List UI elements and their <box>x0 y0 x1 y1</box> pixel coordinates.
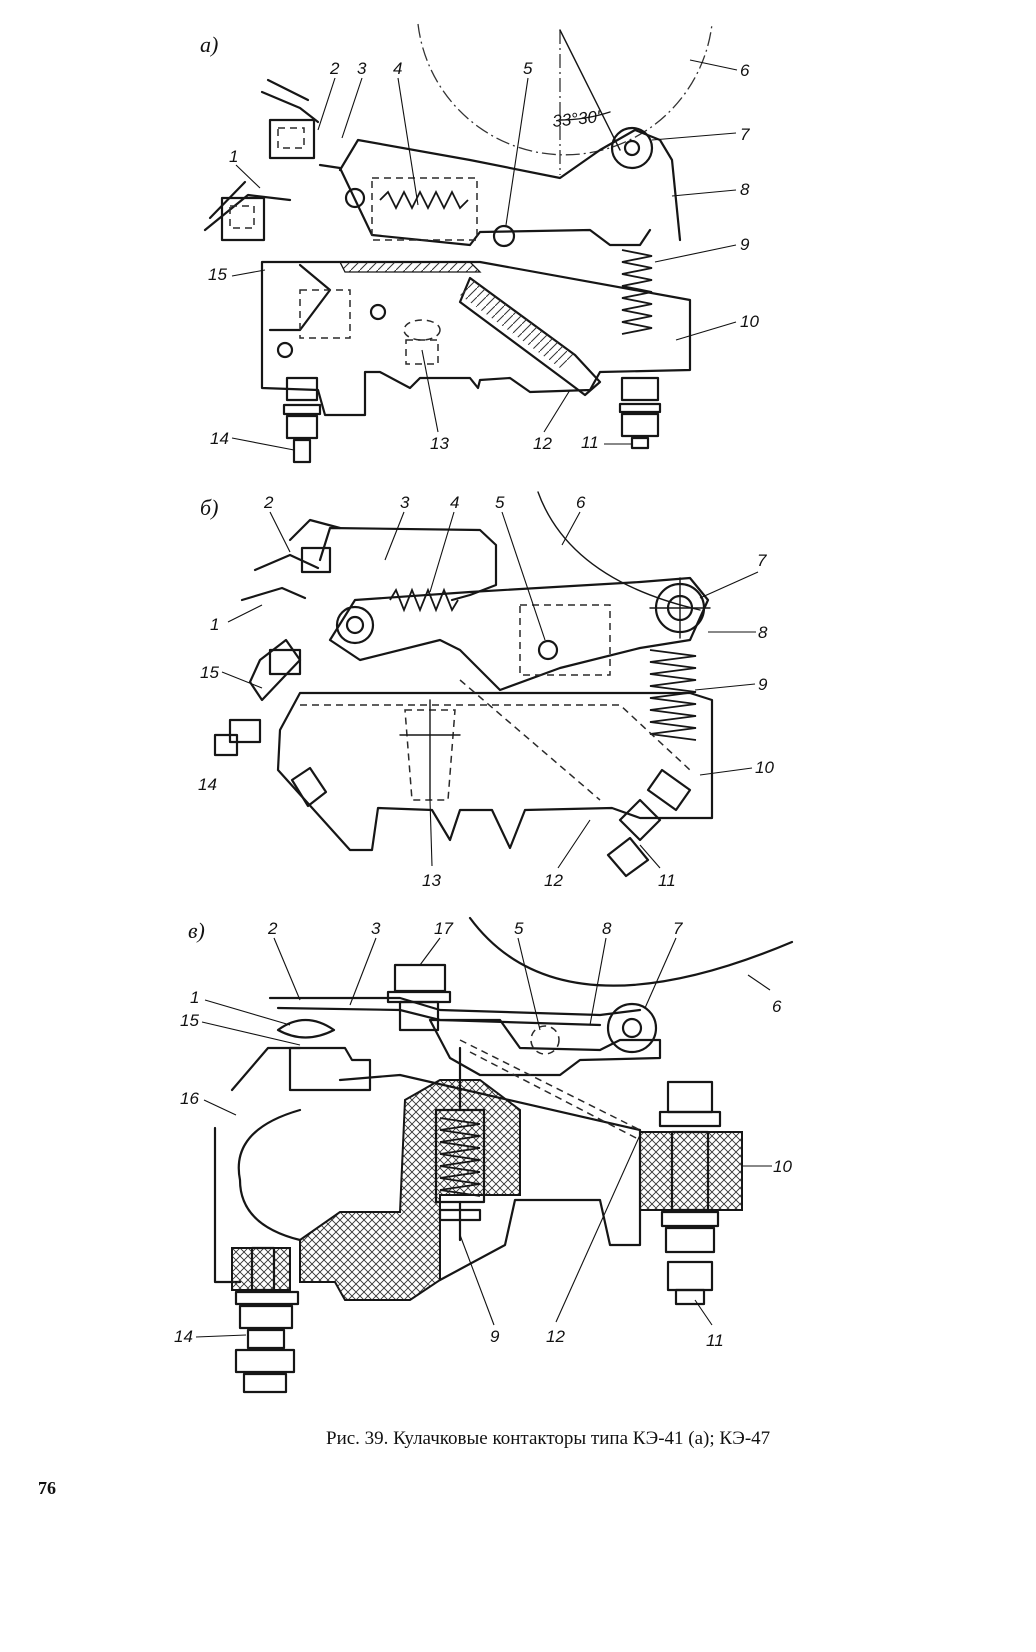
callout-v-9: 9 <box>490 1327 500 1346</box>
callout-b-14: 14 <box>198 775 217 794</box>
callout-b-15: 15 <box>200 663 219 682</box>
panel-a-drawing <box>203 23 713 464</box>
callout-a-8: 8 <box>740 180 750 199</box>
callout-b-9: 9 <box>758 675 768 694</box>
callout-v-7: 7 <box>673 919 683 938</box>
callout-v-15: 15 <box>180 1011 199 1030</box>
callout-b-3: 3 <box>400 493 410 512</box>
callout-b-6: 6 <box>576 493 586 512</box>
callout-b-2: 2 <box>263 493 274 512</box>
callout-v-3: 3 <box>371 919 381 938</box>
callout-v-14: 14 <box>174 1327 193 1346</box>
callout-b-8: 8 <box>758 623 768 642</box>
callout-a-12: 12 <box>533 434 552 453</box>
callout-v-16: 16 <box>180 1089 199 1108</box>
spring-9-b <box>649 649 697 741</box>
callout-a-2: 2 <box>329 59 340 78</box>
cam-6-outline-a <box>417 23 713 156</box>
callout-b-10: 10 <box>755 758 774 777</box>
callout-v-11: 11 <box>706 1331 724 1350</box>
panel-v-callouts: 1 2 3 5 6 7 8 9 10 11 12 14 15 16 17 <box>174 919 792 1350</box>
page-number: 76 <box>38 1478 56 1498</box>
panel-label-b: б) <box>200 495 218 520</box>
callout-b-7: 7 <box>757 551 767 570</box>
angle-label: 33°30' <box>551 107 601 131</box>
callout-a-6: 6 <box>740 61 750 80</box>
cam-6-outline-v <box>468 916 794 987</box>
callout-a-14: 14 <box>210 429 229 448</box>
panel-b-callouts: 1 2 3 4 5 6 7 8 9 10 11 12 13 14 15 <box>198 493 774 890</box>
callout-a-13: 13 <box>430 434 449 453</box>
callout-v-2: 2 <box>267 919 278 938</box>
callout-a-1: 1 <box>229 147 238 166</box>
callout-b-5: 5 <box>495 493 505 512</box>
spring-9-v <box>439 1117 481 1197</box>
callout-b-13: 13 <box>422 871 441 890</box>
callout-v-5: 5 <box>514 919 524 938</box>
callout-a-5: 5 <box>523 59 533 78</box>
panel-v-drawing <box>213 916 794 1394</box>
callout-a-10: 10 <box>740 312 759 331</box>
callout-v-1: 1 <box>190 988 199 1007</box>
callout-a-7: 7 <box>740 125 750 144</box>
panel-b-drawing <box>213 491 714 878</box>
callout-v-10: 10 <box>773 1157 792 1176</box>
callout-b-12: 12 <box>544 871 563 890</box>
callout-a-9: 9 <box>740 235 750 254</box>
callout-v-8: 8 <box>602 919 612 938</box>
figure-caption: Рис. 39. Кулачковые контакторы типа КЭ-4… <box>326 1428 771 1449</box>
callout-a-11: 11 <box>581 433 599 452</box>
callout-b-11: 11 <box>658 871 676 890</box>
panel-label-v: в) <box>188 918 205 943</box>
callout-b-1: 1 <box>210 615 219 634</box>
callout-a-15: 15 <box>208 265 227 284</box>
callout-v-12: 12 <box>546 1327 565 1346</box>
panel-a-callouts: 1 2 3 4 5 6 7 8 9 10 11 12 13 14 15 <box>208 59 759 453</box>
callout-v-17: 17 <box>434 919 453 938</box>
cam-6-outline-b <box>537 491 701 611</box>
callout-a-3: 3 <box>357 59 367 78</box>
spring-9-a <box>621 249 653 335</box>
callout-a-4: 4 <box>393 59 402 78</box>
callout-b-4: 4 <box>450 493 459 512</box>
panel-label-a: а) <box>200 32 218 57</box>
callout-v-6: 6 <box>772 997 782 1016</box>
